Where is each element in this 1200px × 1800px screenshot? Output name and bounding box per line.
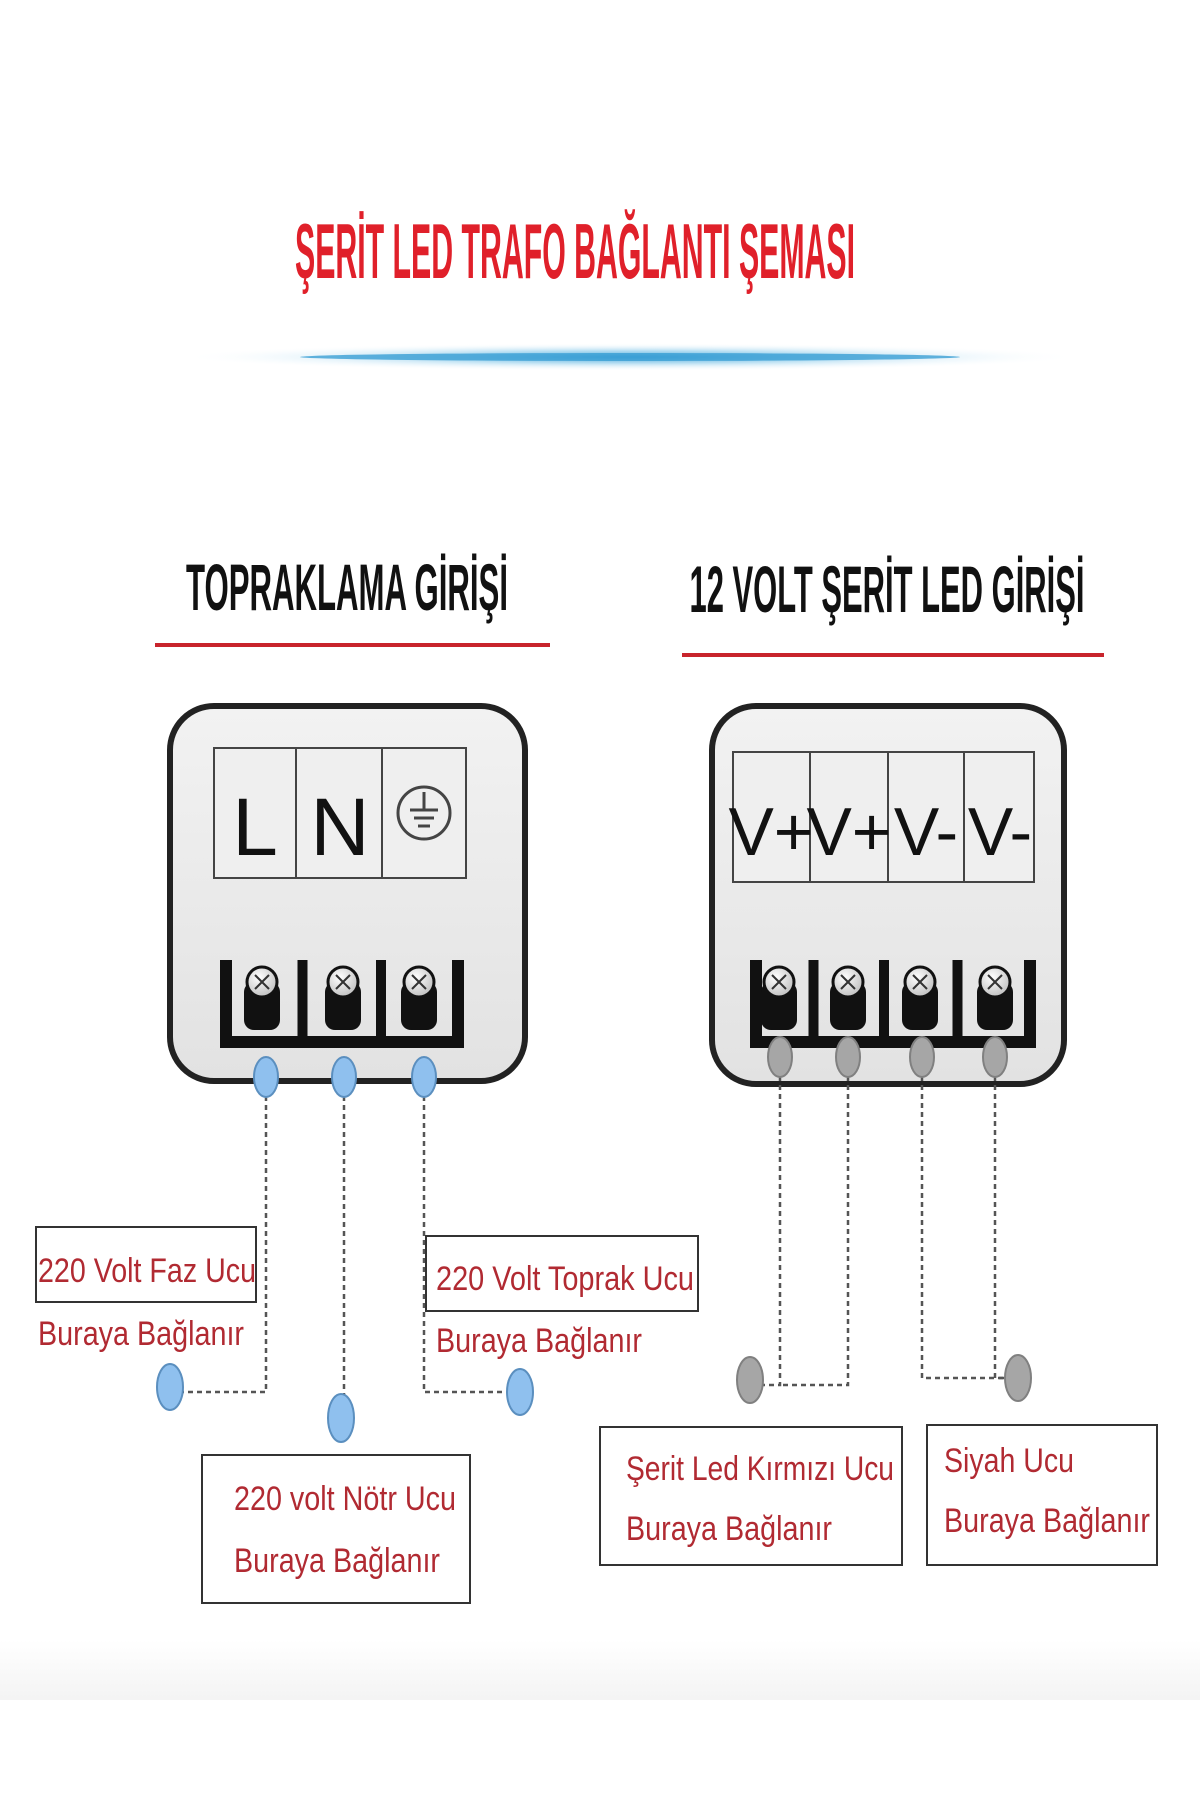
led-heading: 12 VOLT ŞERİT LED GİRİŞİ — [690, 552, 1085, 626]
toprak-label-line2: Buraya Bağlanır — [436, 1322, 642, 1360]
left-top-dots — [253, 1056, 437, 1098]
grounding-terminal-strip — [220, 960, 464, 1048]
kirmizi-label-line2: Buraya Bağlanır — [626, 1510, 832, 1548]
page-title: ŞERİT LED TRAFO BAĞLANTI ŞEMASI — [295, 207, 855, 295]
right-top-dots — [767, 1036, 1008, 1078]
title-glow-core — [300, 353, 960, 361]
terminal-label-l: L — [232, 782, 278, 873]
terminal-label-vminus-1: V- — [894, 794, 958, 870]
bottom-white-strip — [0, 1700, 1200, 1800]
notr-label-line1: 220 volt Nötr Ucu — [234, 1480, 456, 1518]
kirmizi-label-box — [599, 1426, 903, 1566]
grounding-label-block — [213, 747, 467, 879]
terminal-label-vplus-1: V+ — [728, 794, 813, 870]
led-screw-2-icon — [808, 960, 866, 1042]
led-screw-4-icon — [952, 960, 1013, 1042]
terminal-label-vplus-2: V+ — [806, 794, 891, 870]
ground-symbol-icon — [396, 785, 452, 841]
kirmizi-label-line1: Şerit Led Kırmızı Ucu — [626, 1450, 894, 1488]
faz-label-line2: Buraya Bağlanır — [38, 1315, 244, 1353]
terminal-label-n: N — [310, 782, 369, 873]
grounding-heading: TOPRAKLAMA GİRİŞİ — [186, 550, 508, 624]
grounding-input-panel: TOPRAKLAMA GİRİŞİ L N — [155, 550, 550, 1084]
faz-end-dot — [156, 1363, 184, 1411]
toprak-label-box — [425, 1235, 699, 1312]
led-input-panel: 12 VOLT ŞERİT LED GİRİŞİ V+ V+ V- V- — [682, 552, 1104, 1087]
right-wires — [750, 1058, 1018, 1387]
notr-end-dot — [327, 1393, 355, 1443]
siyah-end-dot — [1004, 1354, 1032, 1402]
faz-label-box — [35, 1226, 257, 1303]
notr-label-line2: Buraya Bağlanır — [234, 1542, 440, 1580]
toprak-end-dot — [506, 1368, 534, 1416]
terminal-label-vminus-2: V- — [968, 794, 1032, 870]
grounding-screw-2-icon — [297, 960, 361, 1042]
grounding-screw-3-icon — [376, 960, 437, 1042]
led-screw-1-icon — [761, 965, 797, 1030]
kirmizi-end-dot — [736, 1356, 764, 1404]
led-label-block — [732, 751, 1035, 883]
toprak-label-line1: 220 Volt Toprak Ucu — [436, 1260, 694, 1298]
led-terminal-strip — [750, 960, 1036, 1048]
siyah-label-line1: Siyah Ucu — [944, 1442, 1074, 1480]
faz-label-line1: 220 Volt Faz Ucu — [38, 1252, 256, 1290]
left-wires — [170, 1078, 520, 1420]
siyah-label-line2: Buraya Bağlanır — [944, 1502, 1150, 1540]
notr-label-box — [201, 1454, 471, 1604]
grounding-screw-1-icon — [244, 965, 280, 1030]
led-screw-3-icon — [879, 960, 938, 1042]
siyah-label-box — [926, 1424, 1158, 1566]
